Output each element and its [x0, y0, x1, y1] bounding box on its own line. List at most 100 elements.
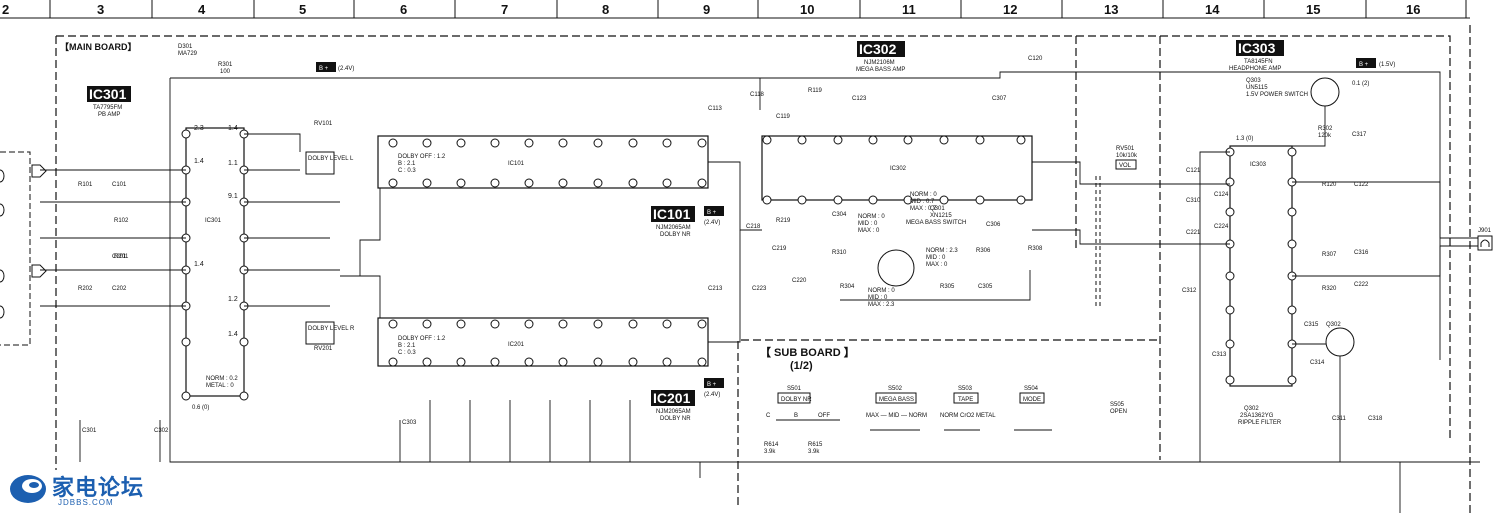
rv501-ref: RV501	[1116, 146, 1135, 152]
ic301-chip-label: IC301	[205, 218, 222, 224]
ic301-block: IC301 TA7795FM PB AMP IC301 NORM : 0.2 M…	[87, 86, 245, 411]
vol-label: VOL	[1119, 163, 1132, 169]
q302-symbol	[1325, 327, 1355, 357]
q301c-max: MAX : 2.3	[868, 302, 895, 308]
pv-9-1: 9.1	[228, 193, 238, 200]
q303-role: 1.5V POWER SWITCH	[1246, 92, 1308, 98]
r304-label: R304	[840, 284, 855, 290]
grid-col-11: 11	[902, 2, 916, 17]
pv-2-3: 2.3	[194, 125, 204, 132]
c315-label: C315	[1304, 322, 1319, 328]
rv501-value: 10k/10k	[1116, 153, 1138, 159]
c219-label: C219	[772, 246, 787, 252]
r320-label: R320	[1322, 286, 1337, 292]
s503-ref: S503	[958, 386, 973, 392]
s505-name: OPEN	[1110, 409, 1127, 415]
c119-label: C119	[776, 114, 791, 120]
pv-1-4-d: 1.4	[228, 331, 238, 338]
b-plus-4: B +	[1359, 62, 1369, 68]
ic201-dolby-c: C : 0.3	[398, 350, 416, 356]
r615-val: 3.9k	[808, 449, 820, 455]
logo-icon	[10, 475, 46, 503]
ic301-pin-volts: 2.3 1.4 1.4 1.1 9.1 1.4 1.2 1.4	[194, 125, 238, 338]
ic302-part: NJM2106M	[864, 60, 895, 66]
q301b-max: MAX : 0	[926, 262, 948, 268]
q302-part: 2SA1362YG	[1240, 413, 1274, 419]
grid-col-15: 15	[1306, 2, 1320, 17]
ic303-body	[1229, 145, 1293, 387]
c306-label: C306	[986, 222, 1001, 228]
ic201-part: NJM2065AM	[656, 409, 691, 415]
c120-label: C120	[1028, 56, 1043, 62]
board-outlines	[55, 25, 1471, 513]
c302-label: C302	[154, 428, 169, 434]
c122-label: C122	[1354, 182, 1369, 188]
c121-label: C121	[1186, 168, 1201, 174]
c303-label: C303	[402, 420, 417, 426]
q302-ref-top: Q302	[1326, 322, 1341, 328]
c113-label: C113	[708, 106, 723, 112]
rv101-label: RV101	[314, 121, 333, 127]
headphone-icon	[1477, 235, 1493, 251]
ic303-title: IC303	[1238, 40, 1276, 56]
ic101-dolby-c: C : 0.3	[398, 168, 416, 174]
pv-1-1: 1.1	[228, 160, 238, 167]
c221-label: C221	[1186, 230, 1201, 236]
sub-board-title: 【 SUB BOARD 】	[760, 346, 855, 359]
q303-ref-top: Q303	[1246, 78, 1261, 84]
ic303-block: IC303 TA8145FN HEADPHONE AMP IC303 1.3 (…	[1229, 40, 1293, 387]
q303-symbol	[1310, 77, 1340, 107]
r310-label: R310	[832, 250, 847, 256]
c201-label: C201	[112, 254, 127, 260]
ic303-pins	[1225, 147, 1297, 385]
r614-val: 3.9k	[764, 449, 776, 455]
s504-box	[1019, 392, 1045, 404]
q303-part: UN5115	[1246, 85, 1268, 91]
s503-positions: NORM CrO2 METAL	[940, 413, 996, 419]
c318-label: C318	[1368, 416, 1383, 422]
ic201-dolby-b: B : 2.1	[398, 343, 416, 349]
logo-name: 家电论坛	[52, 475, 145, 500]
ic101-chip-label: IC101	[508, 161, 525, 167]
c202-label: C202	[112, 286, 127, 292]
grid-col-5: 5	[299, 2, 306, 17]
ic301-body	[185, 127, 245, 397]
r615-ref: R615	[808, 442, 823, 448]
rv201-label: RV201	[314, 346, 333, 352]
c123-label: C123	[852, 96, 867, 102]
c301-label: C301	[82, 428, 97, 434]
b-plus-4-v: (1.5V)	[1379, 62, 1395, 68]
r614-ref: R614	[764, 442, 779, 448]
q301-part: XN1215	[930, 213, 952, 219]
q302-block: Q302 Q302 2SA1362YG RIPPLE FILTER	[1238, 322, 1355, 426]
grid-col-7: 7	[501, 2, 508, 17]
main-board-label: 【MAIN BOARD】	[60, 42, 137, 52]
grid-col-3: 3	[97, 2, 104, 17]
r302-ref: R302	[1318, 126, 1333, 132]
d301-label: D301	[178, 44, 193, 50]
b-plus-2: B +	[707, 210, 717, 216]
grid-col-10: 10	[800, 2, 814, 17]
b-plus-3-v: (2.4V)	[704, 392, 720, 398]
dolby-level-r: DOLBY LEVEL R	[308, 326, 355, 332]
vol-box	[1115, 159, 1137, 170]
r102-label: R102	[114, 218, 129, 224]
ic301-norm: NORM : 0.2	[206, 376, 238, 382]
switches: S501 DOLBY NR C B OFF R614 3.9k R615 3.9…	[764, 386, 1127, 455]
ic101-part: NJM2065AM	[656, 225, 691, 231]
s502-positions: MAX — MID — NORM	[866, 413, 927, 419]
s502-name: MEGA BASS	[879, 397, 914, 403]
q301-role: MEGA BASS SWITCH	[906, 220, 966, 226]
r301-label: R301	[218, 62, 233, 68]
grid-col-2: 2	[2, 2, 9, 17]
q301c-mid: MID : 0	[868, 295, 888, 301]
q301-mid: MID : 0.7	[910, 199, 935, 205]
ic201-title: IC201	[653, 390, 691, 406]
component-labels: R101 C101 R102 R201 C201 R202 C202 C301 …	[78, 56, 1383, 434]
r306-label: R306	[976, 248, 991, 254]
grid-col-8: 8	[602, 2, 609, 17]
r219-label: R219	[776, 218, 791, 224]
ic302-title-bg	[857, 41, 905, 57]
s501-opt-b: B	[794, 413, 798, 419]
